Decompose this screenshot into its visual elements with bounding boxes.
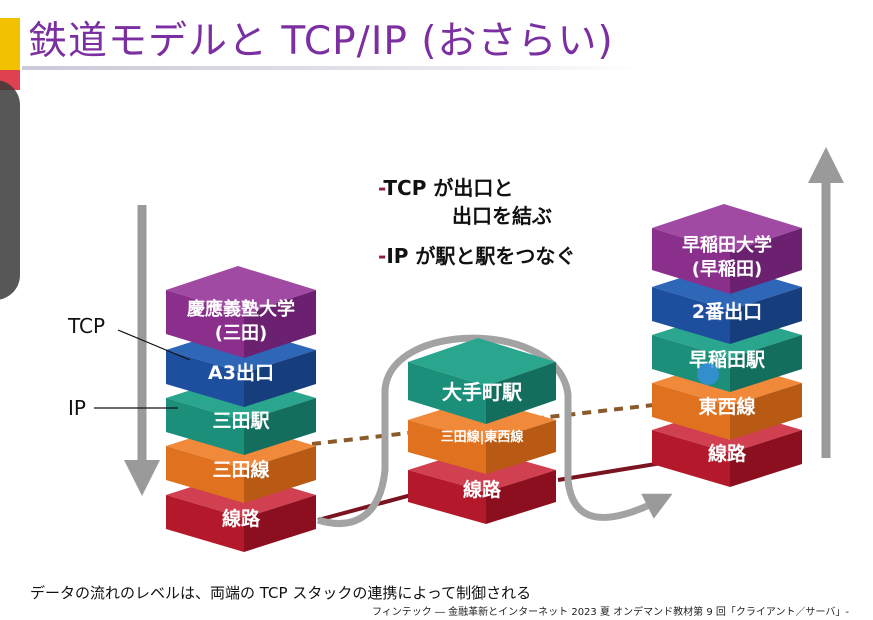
left-top-label-2: (三田)	[215, 323, 267, 344]
data-path-arrow	[316, 334, 673, 527]
bullet-tcp-line1: TCP が出口と	[383, 176, 514, 200]
bullet-tcp: -TCP が出口と	[378, 172, 513, 201]
left-top-label-1: 慶應義塾大学	[187, 298, 295, 320]
middle-track-label: 線路	[463, 478, 502, 501]
pointer-dot	[697, 363, 719, 385]
middle-station-label: 大手町駅	[442, 380, 522, 404]
right-top-label-2: (早稲田)	[692, 259, 762, 280]
bullet-dash: -	[378, 176, 384, 200]
footer-caption: データの流れのレベルは、両端の TCP スタックの連携によって制御される	[30, 584, 532, 602]
right-exit-label: 2番出口	[692, 300, 762, 323]
right-line-label: 東西線	[698, 395, 755, 418]
right-top-label-1: 早稲田大学	[682, 234, 772, 256]
bullet-ip-text: IP が駅と駅をつなぐ	[386, 244, 576, 268]
tcp-label: TCP	[68, 314, 106, 338]
bullet-tcp-line2: 出口を結ぶ	[452, 204, 552, 228]
left-station-label: 三田駅	[212, 410, 270, 432]
tcp-leader-line	[117, 329, 191, 361]
bullet-dash: -	[378, 244, 387, 268]
left-line-label: 三田線	[212, 458, 269, 481]
middle-line-label: 三田線|東西線	[441, 429, 525, 445]
ip-label: IP	[68, 396, 86, 420]
left-exit-label: A3出口	[208, 361, 274, 384]
title-accent-bar	[0, 18, 20, 70]
slide-title: 鉄道モデルと TCP/IP (おさらい)	[28, 19, 614, 64]
bullet-ip: -IP が駅と駅をつなぐ	[378, 240, 575, 269]
right-stack	[652, 204, 802, 487]
presenter-video-edge	[0, 80, 20, 300]
left-stack	[166, 266, 316, 552]
course-credit: フィンテック ― 金融革新とインターネット 2023 夏 オンデマンド教材第 9…	[372, 607, 849, 618]
title-underline	[22, 66, 642, 70]
middle-stack	[408, 338, 556, 524]
dotted-line-link	[311, 400, 681, 446]
right-track-label: 線路	[708, 442, 747, 465]
left-track-label: 線路	[222, 507, 261, 530]
